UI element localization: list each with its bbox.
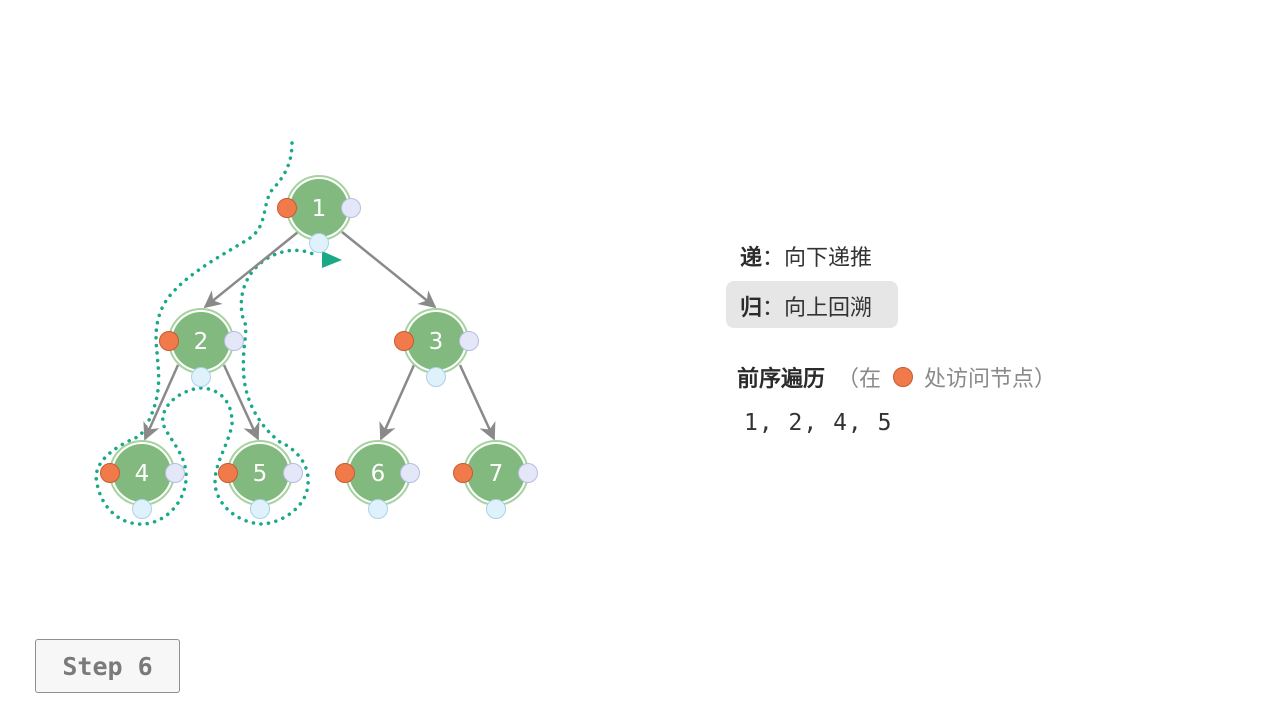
legend-backtrack-up: 归 ：向上回溯 [740,290,872,322]
preorder-dot-icon [893,367,914,387]
node-body [349,444,407,502]
inorder-dot [250,499,270,519]
legend-up-text: ：向上回溯 [762,296,873,321]
postorder-dot [224,331,244,351]
inorder-dot [132,499,152,519]
tree-node-5: 5 [218,440,303,519]
inorder-dot [191,367,211,387]
edge-1-2 [203,231,299,309]
legend-down-text: ：向下递推 [762,246,873,271]
traversal-heading: 前序遍历 （在 处访问节点） [737,361,1056,393]
tree-node-1: 1 [277,175,361,253]
node-body [113,444,171,502]
node-body [231,444,289,502]
tree-node-7: 7 [453,440,538,519]
inorder-dot [486,499,506,519]
preorder-dot [453,463,473,483]
edge-3-6 [379,364,416,441]
preorder-dot [100,463,120,483]
legend-up-key: 归 [740,296,763,321]
postorder-dot [459,331,479,351]
traversal-title: 前序遍历 [737,367,826,392]
tree-node-3: 3 [394,308,479,387]
step-indicator-button[interactable]: Step 6 [35,639,180,693]
node-body [290,179,348,237]
node-body [172,312,230,370]
postorder-dot [341,198,361,218]
tree-edges [143,231,496,441]
postorder-dot [518,463,538,483]
legend-backtrack-highlight [726,281,898,328]
legend-down-key: 递 [740,246,763,271]
inorder-dot [309,233,329,253]
traversal-hint-open: （在 [837,367,882,392]
node-label: 1 [312,196,327,222]
node-label: 6 [371,461,386,487]
postorder-dot [283,463,303,483]
node-body [467,444,525,502]
postorder-dot [165,463,185,483]
preorder-dot [159,331,179,351]
node-body [407,312,465,370]
postorder-dot [400,463,420,483]
preorder-dot [394,331,414,351]
edge-2-5 [222,364,260,441]
preorder-dot [277,198,297,218]
preorder-dot [335,463,355,483]
legend-recurse-down: 递 ：向下递推 [740,240,872,272]
path-direction-arrow [322,251,342,268]
edge-1-3 [341,231,437,309]
node-label: 5 [253,461,268,487]
inorder-dot [426,367,446,387]
node-label: 4 [135,461,150,487]
tree-node-4: 4 [100,440,185,519]
node-label: 7 [489,461,504,487]
edge-2-4 [143,364,180,441]
tree-node-6: 6 [335,440,420,519]
inorder-dot [368,499,388,519]
preorder-dot [218,463,238,483]
tree-node-2: 2 [159,308,244,387]
traversal-path [94,141,315,526]
traversal-hint-close: 处访问节点） [924,367,1057,392]
edge-3-7 [458,364,496,441]
traversal-result: 1, 2, 4, 5 [744,410,893,436]
node-label: 2 [194,329,209,355]
node-label: 3 [429,329,444,355]
